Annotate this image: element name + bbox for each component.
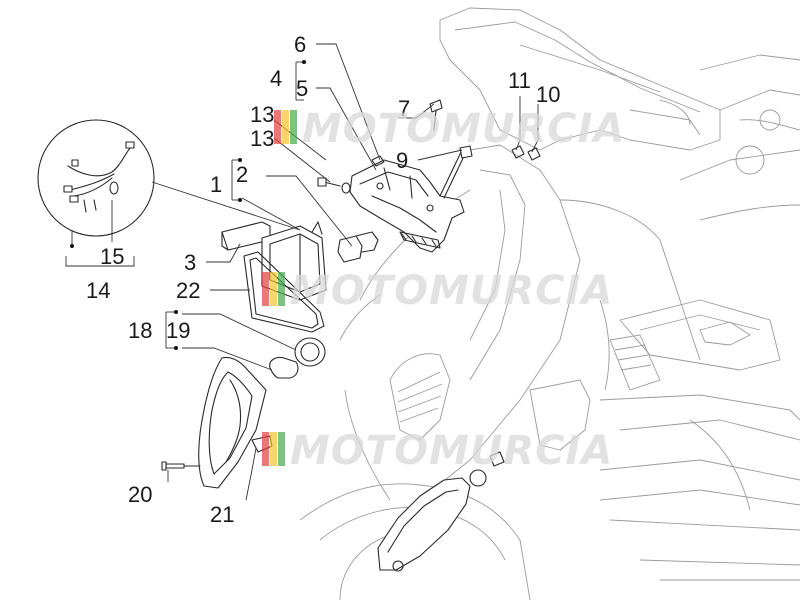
callout-5: 5 (296, 76, 308, 101)
callout-3: 3 (184, 250, 196, 275)
callout-19: 19 (166, 318, 190, 343)
wiring-harness-inset (37, 119, 155, 237)
callout-1: 1 (210, 172, 222, 197)
front-lens-lower (377, 451, 505, 572)
callout-21: 21 (210, 502, 234, 527)
callout-labels: 6 4 5 7 11 10 13 13 9 2 1 3 15 14 22 18 … (86, 32, 560, 527)
callout-22: 22 (176, 278, 200, 303)
watermark-top: MOTOMURCIA (274, 106, 625, 152)
headlamp-support-bracket (317, 99, 541, 253)
watermark-bottom: MOTOMURCIA (262, 428, 613, 474)
callout-4: 4 (270, 66, 282, 91)
watermark-middle: MOTOMURCIA (262, 268, 613, 314)
callout-10: 10 (536, 82, 560, 107)
watermark-text: MOTOMURCIA (290, 268, 613, 314)
leader-dots (70, 60, 306, 350)
watermark-text: MOTOMURCIA (290, 428, 613, 474)
callout-7: 7 (398, 96, 410, 121)
watermark-text: MOTOMURCIA (302, 106, 625, 152)
callout-15: 15 (100, 244, 124, 269)
callout-14: 14 (86, 278, 110, 303)
callout-20: 20 (128, 482, 152, 507)
callout-6: 6 (294, 32, 306, 57)
callout-13: 13 (250, 102, 274, 127)
callout-2: 2 (236, 162, 248, 187)
callout-11: 11 (508, 68, 531, 93)
callout-9: 9 (396, 148, 408, 173)
callout-18: 18 (128, 318, 152, 343)
callout-12: 13 (250, 126, 274, 151)
